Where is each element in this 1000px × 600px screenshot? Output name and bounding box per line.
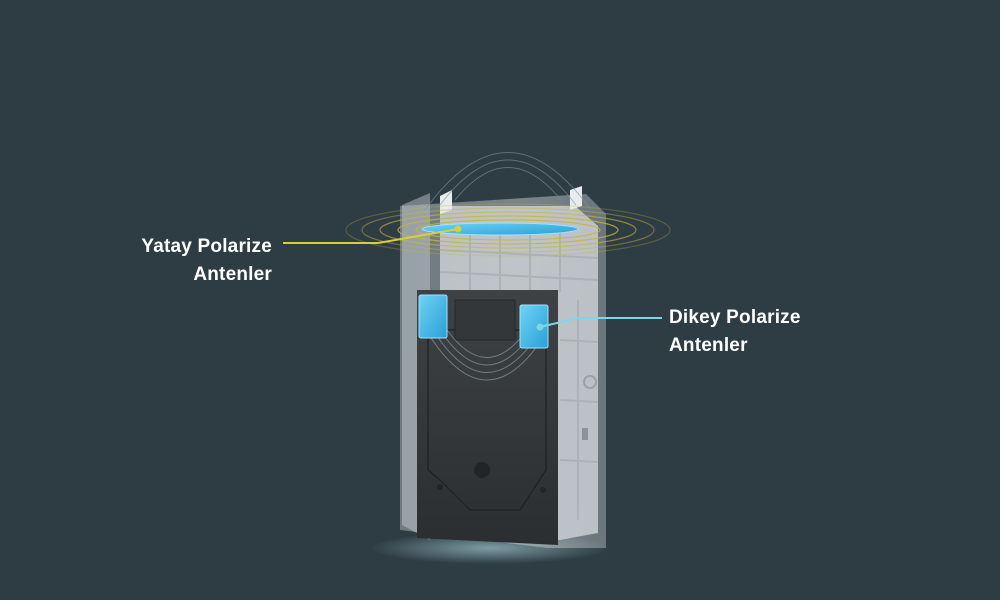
horizontal-wave-rings [345,203,671,257]
board-chip [454,299,516,341]
label-horizontal-line1: Yatay Polarize [141,236,272,257]
leader-line-vertical [536,317,662,331]
top-emission-arcs [424,152,592,211]
vertical-antenna-right [519,304,549,349]
board-pin-1 [437,484,443,490]
label-vertical-line2: Antenler [669,335,748,356]
board-inner-outline [427,329,547,511]
leader-line-horizontal [283,225,462,244]
horizontal-antenna [421,222,579,236]
top-clip-left [440,190,452,214]
frame-clip [582,428,588,440]
label-horizontal-antennas: Yatay Polarize Antenler [120,233,272,289]
frame-ribs [439,230,599,520]
label-horizontal-line2: Antenler [193,264,272,285]
top-clip-right [570,186,582,210]
frame-screw [583,375,597,389]
label-vertical-antennas: Dikey Polarize Antenler [669,304,869,360]
label-vertical-line1: Dikey Polarize [669,307,801,328]
board-pin-2 [540,487,546,493]
vertical-antenna-left [418,294,448,339]
board-hole [474,462,490,478]
